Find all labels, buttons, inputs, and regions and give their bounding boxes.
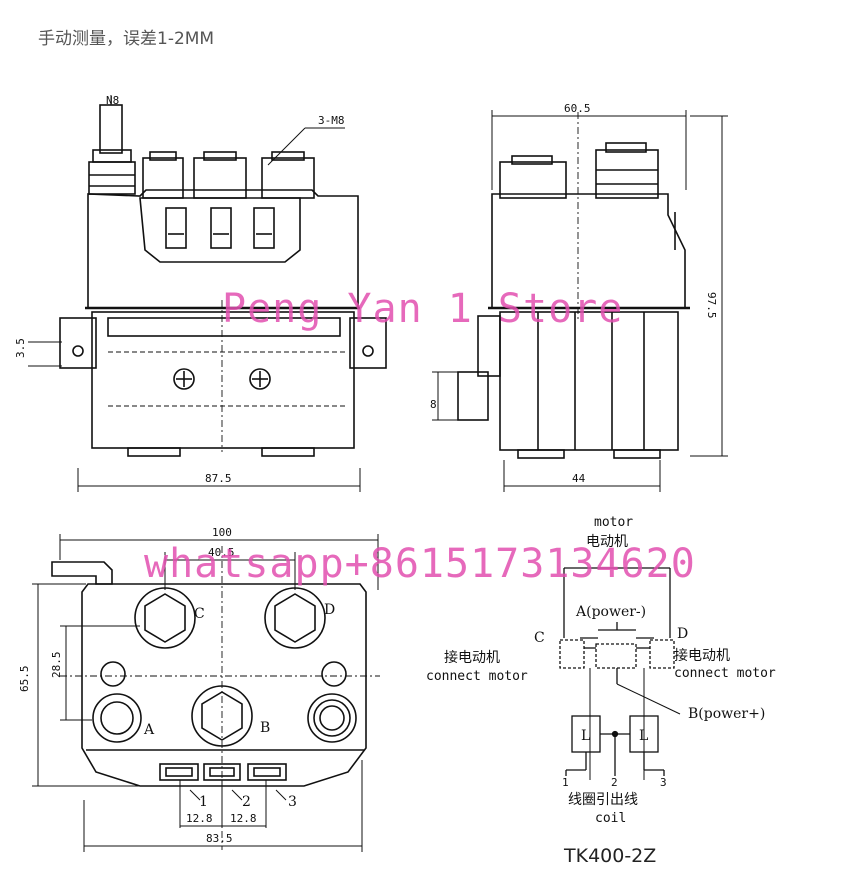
dim-front-small: 3.5 bbox=[14, 338, 27, 358]
dim-bottom-width: 83.5 bbox=[206, 832, 233, 845]
left-connect-en: connect motor bbox=[426, 669, 528, 684]
label-d: D bbox=[677, 626, 688, 642]
coil-l2: L bbox=[639, 728, 648, 744]
schematic-pin-2: 2 bbox=[611, 776, 618, 789]
terminal-c: C bbox=[194, 606, 205, 622]
label-3-m8: 3-M8 bbox=[318, 114, 345, 127]
label-b-power: B(power+) bbox=[688, 706, 765, 722]
front-view bbox=[28, 95, 387, 492]
dim-bottom-mid: 28.5 bbox=[50, 652, 63, 679]
schematic-pin-3: 3 bbox=[660, 776, 667, 789]
contact-watermark: whatsapp+8615173134620 bbox=[144, 541, 696, 587]
label-n8: N8 bbox=[106, 94, 119, 107]
schematic-pin-1: 1 bbox=[562, 776, 569, 789]
dim-bottom-inner: 40.5 bbox=[208, 546, 235, 559]
motor-en: motor bbox=[594, 515, 633, 530]
dim-side-left: 8 bbox=[430, 398, 437, 411]
right-connect-en: connect motor bbox=[674, 666, 776, 681]
coil-lead-en: coil bbox=[595, 811, 626, 826]
dim-side-height: 97.5 bbox=[705, 292, 718, 319]
label-c: C bbox=[534, 630, 545, 646]
dim-bottom-outer: 100 bbox=[212, 526, 232, 539]
coil-pin-2: 2 bbox=[242, 794, 251, 810]
terminal-a: A bbox=[143, 722, 155, 738]
side-view bbox=[432, 110, 728, 492]
measurement-note: 手动测量，误差1-2MM bbox=[38, 29, 215, 49]
terminal-b: B bbox=[260, 720, 270, 736]
dim-pitch-1: 12.8 bbox=[186, 812, 213, 825]
dim-bottom-height: 65.5 bbox=[18, 666, 31, 693]
dim-pitch-2: 12.8 bbox=[230, 812, 257, 825]
schematic bbox=[559, 567, 681, 780]
coil-lead-cn: 线圈引出线 bbox=[568, 792, 638, 808]
terminal-d: D bbox=[324, 602, 335, 618]
label-a-power: A(power-) bbox=[575, 604, 646, 620]
dim-side-top: 60.5 bbox=[564, 102, 591, 115]
dim-side-bottom: 44 bbox=[572, 472, 586, 485]
right-connect-cn: 接电动机 bbox=[674, 647, 730, 664]
model-number: TK400-2Z bbox=[563, 845, 656, 867]
dim-front-width: 87.5 bbox=[205, 472, 232, 485]
store-watermark: Peng Yan 1 Store bbox=[222, 286, 624, 332]
motor-cn: 电动机 bbox=[586, 534, 628, 550]
coil-pin-3: 3 bbox=[288, 794, 297, 810]
bottom-view bbox=[32, 534, 380, 852]
coil-l1: L bbox=[581, 728, 590, 744]
left-connect-cn: 接电动机 bbox=[444, 649, 500, 666]
coil-pin-1: 1 bbox=[199, 794, 208, 810]
